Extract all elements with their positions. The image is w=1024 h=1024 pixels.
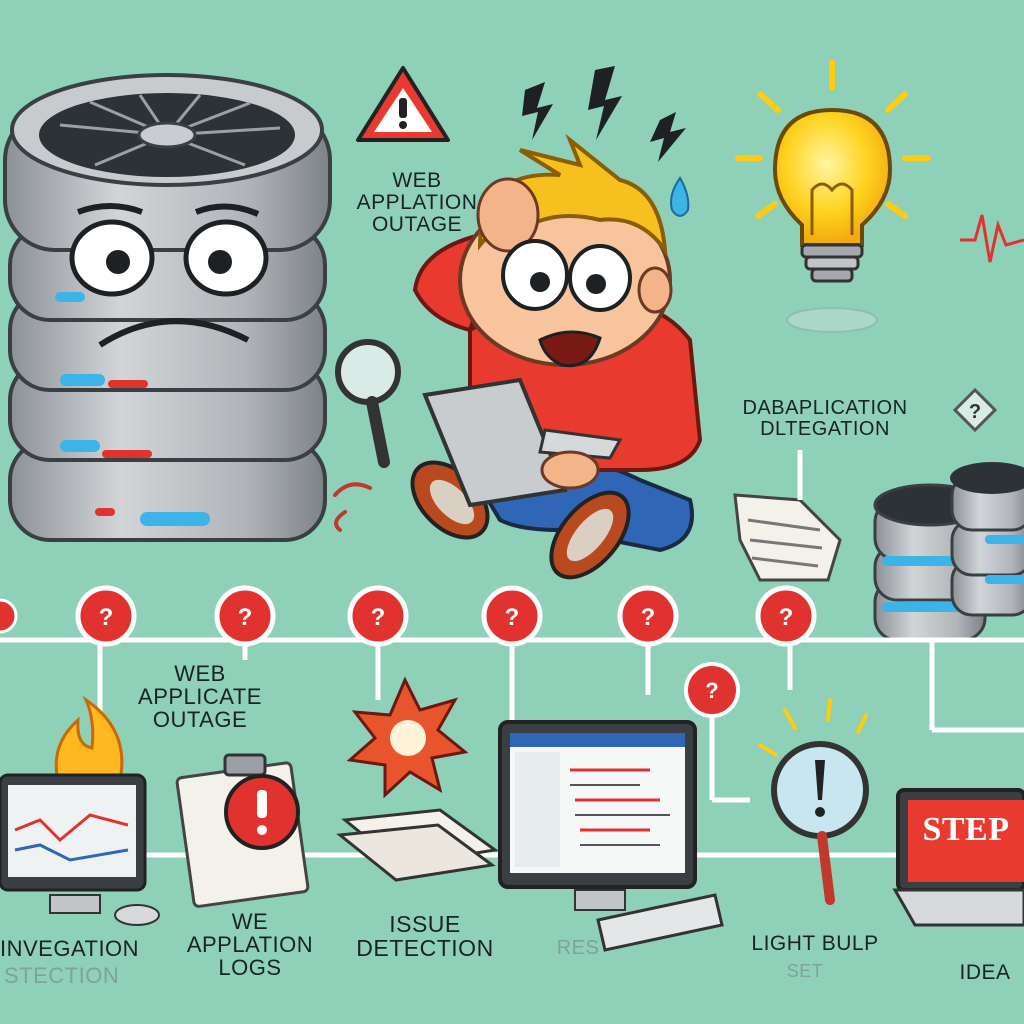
timeline-marker: ? <box>347 585 409 647</box>
label-idea: IDEA <box>959 961 1011 984</box>
label-line: OUTAGE <box>371 213 463 237</box>
label-line: WEB <box>392 169 442 192</box>
monitor-left <box>0 773 160 926</box>
marker-extra: ? <box>684 662 740 718</box>
timeline-marker-glyph: ? <box>371 604 386 631</box>
timeline-marker: ? <box>755 585 817 647</box>
timeline-marker-glyph: ? <box>641 604 656 631</box>
crumpled-documents <box>733 493 842 582</box>
warning-triangle-icon <box>356 66 450 142</box>
label-line: DLTEGATION <box>760 418 890 440</box>
label-line: LOGS <box>218 955 282 981</box>
server-stack-small-2 <box>950 462 1024 617</box>
label-line: APPLATION <box>186 932 314 958</box>
light-bulb-icon <box>735 59 931 333</box>
label-invegation: INVEGATION <box>0 936 140 961</box>
timeline-marker-glyph: ? <box>505 604 520 631</box>
timeline-marker: ? <box>481 585 543 647</box>
timeline-marker: ? <box>214 585 276 647</box>
label-line: WEB <box>174 661 226 686</box>
label-line: APPLICATE <box>138 684 262 710</box>
magnifier-icon <box>335 339 401 468</box>
label-application-logs: WE APPLATION LOGS <box>170 910 330 979</box>
label-light-bulp: LIGHT BULP <box>751 932 879 955</box>
timeline-marker: ? <box>75 585 137 647</box>
label-web-applicate-outage: WEB APPLICATE OUTAGE <box>120 662 280 731</box>
label-line: WE <box>231 909 269 934</box>
stress-lightning-icon <box>522 66 686 162</box>
label-line: OUTAGE <box>152 707 248 733</box>
timeline-marker-glyph: ? <box>238 604 253 631</box>
log-clipboard <box>175 753 310 908</box>
label-line: DETECTION <box>356 935 494 962</box>
alert-magnifier-icon <box>758 698 869 905</box>
timeline-marker-glyph: ? <box>779 604 794 631</box>
laptop-step <box>892 788 1024 927</box>
server-stack-large <box>3 73 332 542</box>
timeline-markers: ?????? <box>75 585 817 647</box>
label-res: RES <box>556 937 600 959</box>
label-line: APPLATION <box>356 191 478 215</box>
question-sign-icon-small: ? <box>952 387 998 433</box>
label-light-set: SET <box>786 961 824 981</box>
marker-partial <box>0 598 18 634</box>
sweat-drop-icon <box>670 176 690 217</box>
timeline-marker: ? <box>617 585 679 647</box>
label-issue-detection: ISSUE DETECTION <box>345 912 505 960</box>
monitor-center <box>498 720 724 952</box>
scribble-mark <box>333 482 372 532</box>
label-stection: STECTION <box>4 963 120 988</box>
worried-mouth <box>538 330 602 368</box>
stressed-developer <box>410 133 703 580</box>
svg-text:?: ? <box>705 678 718 703</box>
label-line: ISSUE <box>389 911 461 937</box>
label-dabaplication: DABAPLICATION DLTEGATION <box>705 398 945 440</box>
timeline-marker-glyph: ? <box>99 604 114 631</box>
shoe-right <box>549 490 631 580</box>
svg-text:?: ? <box>969 401 981 423</box>
label-line: DABAPLICATION <box>742 397 908 419</box>
issue-starburst-icon <box>346 676 469 799</box>
label-web-application-outage: WEB APPLATION OUTAGE <box>342 169 492 237</box>
fire-icon <box>54 695 124 782</box>
laptop-step-label: STEP <box>922 811 1010 848</box>
heartbeat-line <box>960 214 1024 263</box>
laptop-held <box>422 377 623 508</box>
paper-stack <box>336 808 499 882</box>
server-frown <box>98 318 250 348</box>
